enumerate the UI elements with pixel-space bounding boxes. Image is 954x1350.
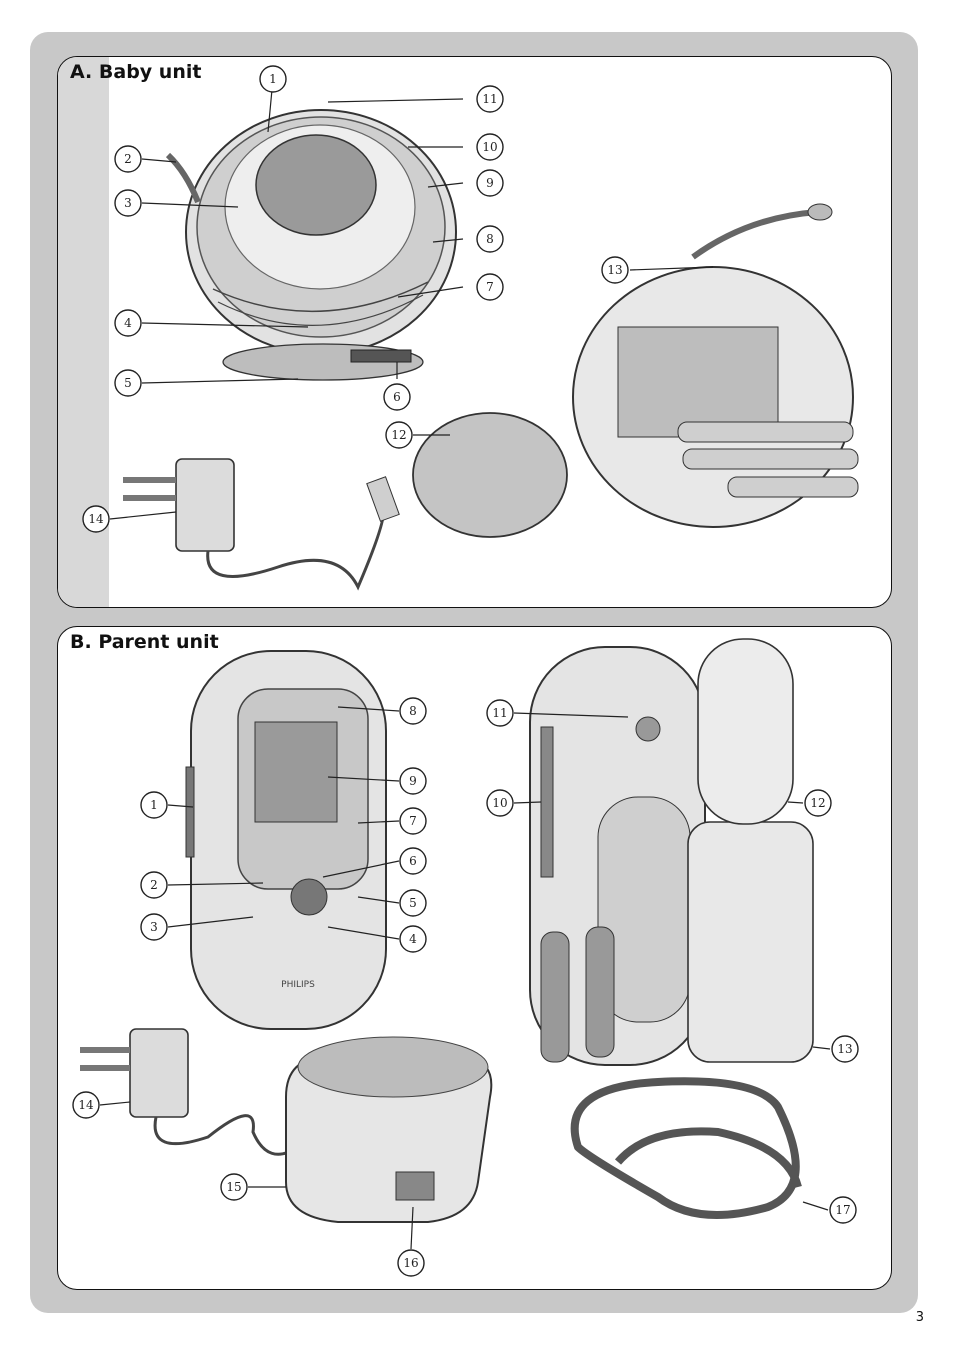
svg-text:10: 10 xyxy=(482,140,497,154)
lanyard-drawing xyxy=(570,1077,802,1219)
callout-parent-11: 11 xyxy=(486,699,514,727)
battery-cover-drawing xyxy=(412,412,568,538)
parent-unit-illustration: PHILIPS xyxy=(72,638,859,1277)
baby-unit-device-drawing xyxy=(165,109,457,381)
callout-parent-2: 2 xyxy=(140,871,168,899)
page-number: 3 xyxy=(915,1310,924,1325)
parent-leader-lines xyxy=(99,706,831,1250)
callout-parent-7: 7 xyxy=(399,807,427,835)
callout-baby-5: 5 xyxy=(114,369,142,397)
svg-text:14: 14 xyxy=(78,1098,94,1112)
callout-parent-3: 3 xyxy=(140,913,168,941)
callout-parent-8: 8 xyxy=(399,697,427,725)
svg-text:14: 14 xyxy=(88,512,104,526)
svg-text:6: 6 xyxy=(409,854,417,868)
svg-text:7: 7 xyxy=(409,814,417,828)
svg-text:6: 6 xyxy=(393,390,401,404)
svg-text:9: 9 xyxy=(486,176,494,190)
svg-text:11: 11 xyxy=(492,706,507,720)
svg-text:12: 12 xyxy=(810,796,825,810)
callout-parent-6: 6 xyxy=(399,847,427,875)
callout-baby-12: 12 xyxy=(385,421,413,449)
svg-text:5: 5 xyxy=(124,376,132,390)
parent-unit-back-drawing xyxy=(529,638,814,1066)
svg-text:11: 11 xyxy=(482,92,497,106)
svg-text:12: 12 xyxy=(391,428,406,442)
callout-parent-16: 16 xyxy=(397,1249,425,1277)
callout-parent-9: 9 xyxy=(399,767,427,795)
callout-parent-12: 12 xyxy=(804,789,832,817)
svg-text:10: 10 xyxy=(492,796,507,810)
callout-parent-5: 5 xyxy=(399,889,427,917)
parent-adapter-drawing xyxy=(80,1028,299,1156)
svg-text:PHILIPS: PHILIPS xyxy=(281,980,315,990)
svg-text:1: 1 xyxy=(269,72,277,86)
callout-baby-4: 4 xyxy=(114,309,142,337)
parent-unit-front-drawing: PHILIPS xyxy=(185,650,387,1030)
charger-drawing xyxy=(285,1036,493,1223)
callout-baby-11: 11 xyxy=(476,85,504,113)
parent-unit-panel: B. Parent unit PHILIPS xyxy=(57,626,892,1290)
callout-baby-8: 8 xyxy=(476,225,504,253)
callout-parent-14: 14 xyxy=(72,1091,100,1119)
callout-parent-17: 17 xyxy=(829,1196,857,1224)
callout-baby-2: 2 xyxy=(114,145,142,173)
callout-parent-4: 4 xyxy=(399,925,427,953)
svg-text:2: 2 xyxy=(150,878,158,892)
callout-baby-10: 10 xyxy=(476,133,504,161)
svg-text:9: 9 xyxy=(409,774,417,788)
baby-unit-title: A. Baby unit xyxy=(70,61,202,83)
svg-text:3: 3 xyxy=(150,920,158,934)
callout-parent-1: 1 xyxy=(140,791,168,819)
svg-text:7: 7 xyxy=(486,280,494,294)
callout-parent-15: 15 xyxy=(220,1173,248,1201)
svg-text:8: 8 xyxy=(409,704,417,718)
svg-text:5: 5 xyxy=(409,896,417,910)
svg-text:8: 8 xyxy=(486,232,494,246)
svg-text:4: 4 xyxy=(409,932,417,946)
svg-text:16: 16 xyxy=(403,1256,418,1270)
svg-text:4: 4 xyxy=(124,316,132,330)
svg-text:13: 13 xyxy=(607,263,622,277)
callout-baby-7: 7 xyxy=(476,273,504,301)
callout-baby-9: 9 xyxy=(476,169,504,197)
parent-unit-title: B. Parent unit xyxy=(70,631,219,653)
svg-text:13: 13 xyxy=(837,1042,852,1056)
callout-baby-14: 14 xyxy=(82,505,110,533)
svg-text:1: 1 xyxy=(150,798,158,812)
callout-baby-13: 13 xyxy=(601,256,629,284)
baby-unit-panel: A. Baby unit xyxy=(57,56,892,608)
svg-text:2: 2 xyxy=(124,152,132,166)
callout-baby-6: 6 xyxy=(383,383,411,411)
callout-baby-1: 1 xyxy=(259,65,287,93)
callout-parent-10: 10 xyxy=(486,789,514,817)
svg-text:17: 17 xyxy=(835,1203,850,1217)
baby-unit-illustration: 1 11 10 2 3 9 8 7 4 5 6 13 12 14 xyxy=(82,65,859,591)
callout-parent-13: 13 xyxy=(831,1035,859,1063)
baby-unit-battery-drawing xyxy=(572,203,859,528)
callout-baby-3: 3 xyxy=(114,189,142,217)
power-adapter-drawing xyxy=(123,458,400,591)
svg-text:15: 15 xyxy=(226,1180,241,1194)
svg-text:3: 3 xyxy=(124,196,132,210)
